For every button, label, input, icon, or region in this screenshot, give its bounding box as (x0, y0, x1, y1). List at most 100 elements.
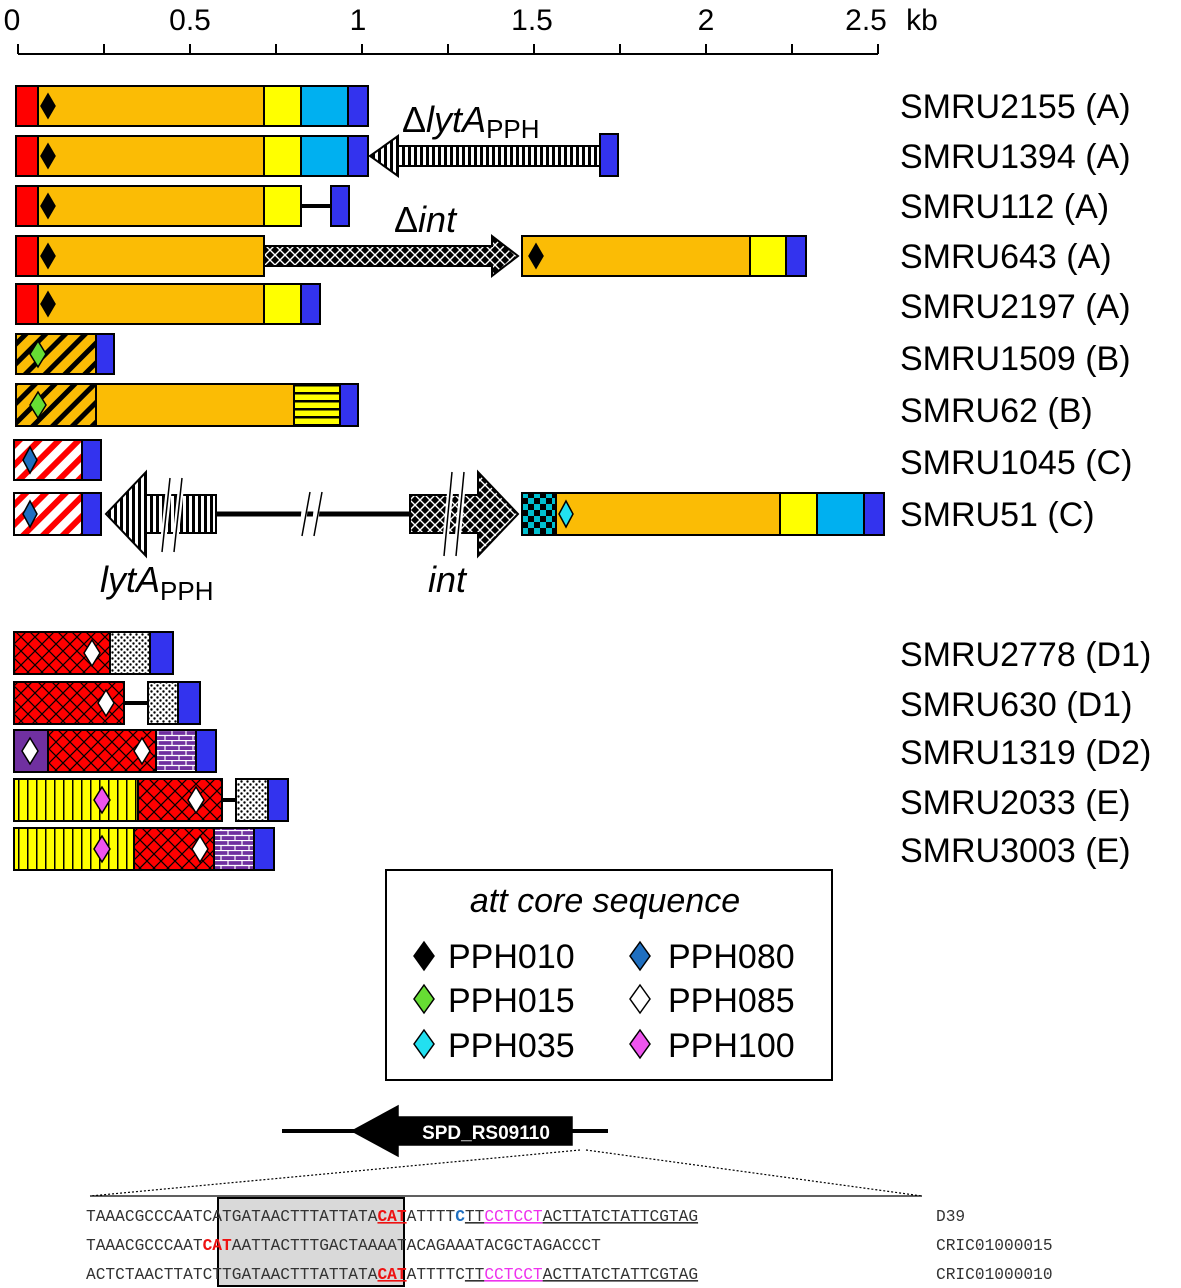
scale-unit-label: kb (906, 4, 938, 37)
segment-blue (267, 778, 289, 822)
segment-dotted (235, 778, 269, 822)
sequence-row-d39: TAAACGCCCAATCATGATAACTTTATTATACATATTTTCT… (86, 1208, 965, 1226)
legend-diamond-pph100 (629, 1028, 651, 1060)
segment-yellow-vstriped (13, 778, 139, 822)
segment-dotted (147, 681, 179, 725)
sequence-label: D39 (936, 1208, 965, 1226)
legend-item: PPH035 (413, 1027, 575, 1065)
legend-item: PPH015 (413, 982, 575, 1020)
legend-title: att core sequence (470, 882, 740, 920)
gene-arrow-shape (350, 1104, 573, 1158)
segment-purple-brick (155, 729, 197, 773)
sequence-text: TAAACGCCCAATCATGATAACTTTATTATACATATTTTCT… (86, 1208, 698, 1226)
break-marks (159, 471, 467, 557)
att-marker-pph015 (29, 339, 47, 369)
legend-diamond-pph035 (413, 1028, 435, 1060)
att-marker-pph085 (97, 688, 115, 718)
strain-row-smru62 (15, 383, 359, 427)
att-marker-pph035 (558, 499, 574, 529)
segment-yellow (779, 492, 818, 536)
segment-blue (253, 827, 275, 871)
att-marker-pph010 (40, 242, 56, 270)
sequence-text: TAAACGCCCAATCATAATTACTTTGACTAAAATACAGAAA… (86, 1237, 601, 1255)
strain-label: SMRU1045 (C) (900, 444, 1132, 482)
segment-orange (37, 135, 265, 177)
legend-label: PPH015 (448, 982, 575, 1020)
segment-yellow-striped (293, 383, 341, 427)
legend-diamond-pph015 (413, 983, 435, 1015)
delta-lyta-label: ΔlytAPPH (402, 99, 540, 144)
segment-blue (149, 631, 174, 675)
scale-tick-label: 2.5 (845, 4, 887, 37)
legend-label: PPH035 (448, 1027, 575, 1065)
strain-row-smru643: Δint (15, 199, 807, 279)
legend-diamond-pph010 (413, 940, 435, 972)
segment-orange (37, 85, 265, 127)
segment-orange (555, 492, 781, 536)
segment-red (15, 85, 39, 127)
strain-label: SMRU1509 (B) (900, 340, 1131, 378)
strain-label: SMRU2155 (A) (900, 88, 1131, 126)
legend-item: PPH010 (413, 938, 575, 976)
segment-red (15, 135, 39, 177)
segment-blue (81, 492, 102, 536)
strain-label: SMRU643 (A) (900, 238, 1112, 276)
strain-row-smru630 (13, 681, 201, 725)
zoom-line-right (585, 1149, 923, 1197)
segment-cyan (300, 135, 349, 177)
strain-row-smru51: lytAPPH int (13, 469, 885, 606)
att-marker-pph010 (40, 192, 56, 220)
strain-row-smru1394: ΔlytAPPH (15, 99, 619, 178)
segment-red (15, 235, 39, 277)
sequence-row-cric01000015: TAAACGCCCAATCATAATTACTTTGACTAAAATACAGAAA… (86, 1237, 1053, 1255)
segment-orange (521, 235, 751, 277)
delta-int-label: Δint (394, 199, 458, 240)
segment-orange (95, 383, 295, 427)
segment-blue (177, 681, 201, 725)
legend-label: PPH085 (668, 982, 795, 1020)
gene-arrow-spd-rs09110: SPD_RS09110 (89, 1104, 923, 1197)
strain-label: SMRU3003 (E) (900, 832, 1131, 870)
segment-blue (599, 133, 619, 177)
segment-cyan (816, 492, 865, 536)
att-marker-pph100 (93, 785, 111, 815)
att-marker-pph085 (21, 736, 39, 766)
att-marker-pph080 (22, 499, 38, 529)
segment-blue (195, 729, 217, 773)
segment-blue (300, 283, 321, 325)
strain-row-smru2778 (13, 631, 174, 675)
strain-row-smru1045 (13, 439, 102, 481)
att-marker-pph010 (40, 290, 56, 318)
gene-arrow-label: SPD_RS09110 (422, 1123, 550, 1144)
strain-labels: SMRU2155 (A) SMRU1394 (A) SMRU112 (A) SM… (900, 88, 1151, 870)
att-marker-pph080 (22, 445, 38, 475)
sequence-label: CRIC01000010 (936, 1266, 1053, 1284)
strain-row-smru2155 (15, 85, 369, 127)
segment-blue (95, 333, 115, 375)
segment-orange (37, 235, 265, 277)
legend-item: PPH085 (629, 982, 795, 1020)
segment-checker (521, 492, 557, 536)
segment-yellow-vstriped (13, 827, 135, 871)
int-arrow (409, 469, 520, 559)
legend-item: PPH080 (629, 938, 795, 976)
att-marker-pph010 (528, 242, 544, 270)
sequence-alignment: TAAACGCCCAATCATGATAACTTTATTATACATATTTTCT… (86, 1197, 1053, 1287)
strain-label: SMRU2197 (A) (900, 288, 1131, 326)
strain-label: SMRU112 (A) (900, 188, 1109, 226)
segment-cyan (300, 85, 349, 127)
strain-label: SMRU51 (C) (900, 496, 1095, 534)
segment-orange-hatched (15, 383, 97, 427)
scale-tick-label: 1.5 (511, 4, 553, 37)
strain-label: SMRU630 (D1) (900, 686, 1132, 724)
legend-item: PPH100 (629, 1027, 795, 1065)
att-marker-pph085 (191, 834, 209, 864)
att-core-highlight (217, 1197, 405, 1287)
att-marker-pph085 (83, 638, 101, 668)
att-marker-pph015 (29, 390, 47, 420)
legend-box (385, 869, 833, 1081)
strain-label: SMRU62 (B) (900, 392, 1093, 430)
segment-blue (347, 85, 369, 127)
strain-row-smru1509 (15, 333, 115, 375)
